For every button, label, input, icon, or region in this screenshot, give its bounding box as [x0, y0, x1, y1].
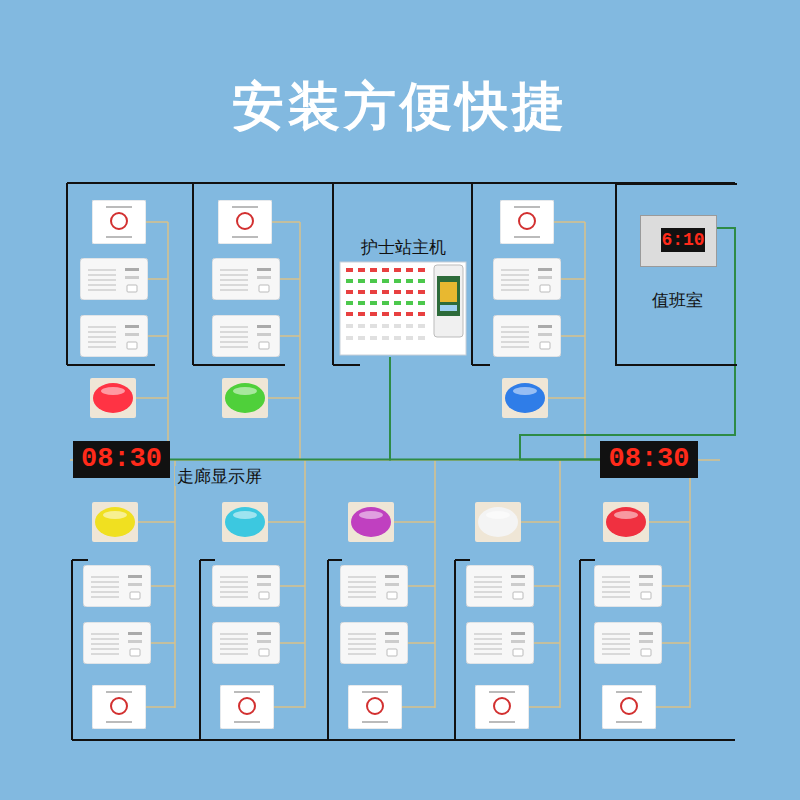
nurse-station-host: 护士站主机 — [333, 236, 473, 357]
signal-wire — [390, 357, 600, 460]
duty-room: 值班室 6:10 — [615, 183, 737, 366]
led-time: 6:10 — [661, 228, 705, 252]
room-label: 值班室 — [627, 289, 727, 311]
corridor-display: 08:30 — [600, 441, 698, 478]
led-time: 08:30 — [600, 441, 698, 478]
page-title: 安装方便快捷 — [0, 72, 800, 142]
led-time: 08:30 — [73, 441, 170, 478]
corridor-display: 08:30走廊显示屏 — [73, 441, 170, 478]
signal-wire — [170, 357, 390, 460]
display-label: 走廊显示屏 — [175, 466, 264, 486]
duty-display-unit: 6:10 — [640, 215, 717, 267]
node-heading: 护士站主机 — [333, 236, 473, 258]
